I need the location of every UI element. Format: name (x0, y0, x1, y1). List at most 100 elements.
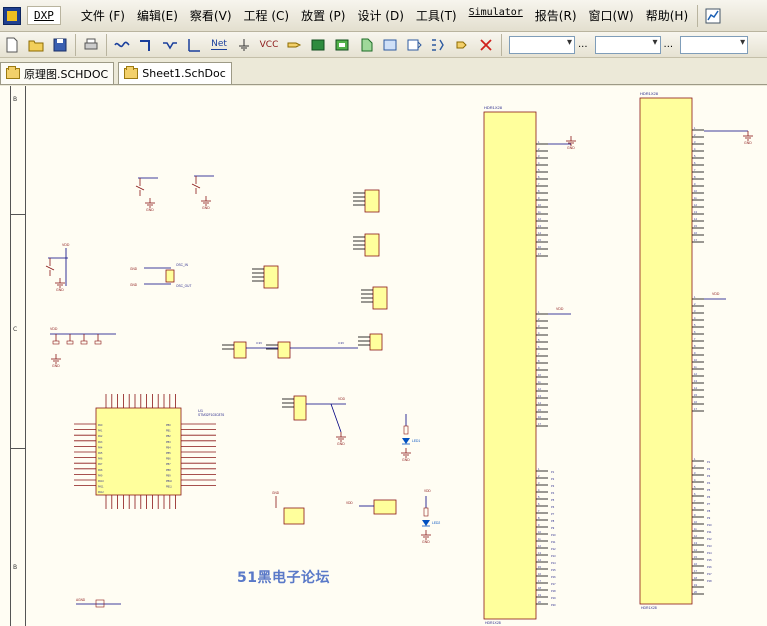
schematic-drawing[interactable]: HDR1X28HDR1X28HDR1X28HDR1X28123456789101… (26, 86, 767, 626)
header-left-value: HDR1X28 (485, 621, 501, 625)
left-bottom-pin-number: 11 (538, 537, 541, 541)
vcc-33-label: 3.3V (256, 341, 262, 345)
signal-harness-icon[interactable] (184, 35, 204, 55)
right-mid-pin-number: 1 (694, 295, 696, 299)
mcu-pin-label-right: PB0 (166, 424, 171, 427)
right-mid-pin-number: 16 (694, 400, 697, 404)
filter-combo-1[interactable] (509, 35, 575, 54)
conn-p8 (293, 395, 307, 421)
menu-item-8[interactable]: 报告(R) (534, 9, 577, 23)
net-label-left: P8 (551, 519, 555, 523)
mcu-ref: U1 (198, 408, 204, 413)
right-bottom-pin-number: 14 (694, 548, 697, 552)
left-mid-pin-number: 6 (538, 345, 540, 349)
mcu-pin-label-left: PA12 (98, 491, 104, 494)
agnd-label: AGND (76, 598, 86, 602)
mcu-pin-label-left: PA3 (98, 441, 103, 444)
mcu-pin-label-left: PA4 (98, 446, 103, 449)
left-mid-pin-number: 8 (538, 359, 540, 363)
mcu-pin-label-left: PA2 (98, 435, 103, 438)
right-top-pin-number: 17 (694, 238, 697, 242)
crystal (165, 269, 175, 283)
sheet-symbol-icon[interactable] (308, 35, 328, 55)
mcu-pin-label-left: PA6 (98, 458, 103, 461)
net-label-left: P15 (551, 568, 556, 572)
menu-item-9[interactable]: 窗口(W) (588, 9, 634, 23)
right-mid-pin-number: 13 (694, 379, 697, 383)
left-top-pin-number: 12 (538, 217, 541, 221)
tab-sheet1[interactable]: Sheet1.SchDoc (118, 62, 232, 84)
directive-icon[interactable] (428, 35, 448, 55)
part-icon[interactable] (284, 35, 304, 55)
net-label-right: P3 (707, 474, 711, 478)
menubar-separator (697, 4, 699, 27)
no-erc-icon[interactable] (452, 35, 472, 55)
left-mid-pin-number: 7 (538, 352, 540, 356)
mcu-value: STM32F103C8T6 (198, 413, 224, 417)
document-tabbar: 原理图.SCHDOC Sheet1.SchDoc (0, 59, 767, 85)
gnd-left-header: GND (567, 146, 575, 150)
left-bottom-pin-number: 3 (538, 481, 540, 485)
menubar: DXP 文件 (F) 编辑(E) 察看(V) 工程 (C) 放置 (P) 设计 (D) 工具… (0, 0, 767, 32)
menu-item-7[interactable]: Simulator (468, 7, 523, 18)
net-label-button[interactable]: Net (208, 35, 230, 55)
menu-item-5[interactable]: 设计 (D) (357, 9, 404, 23)
right-top-pin-number: 14 (694, 217, 697, 221)
vcc-port-button[interactable]: VCC (258, 35, 280, 55)
right-bottom-pin-number: 19 (694, 583, 697, 587)
right-bottom-pin-number: 13 (694, 541, 697, 545)
net-label-right: P18 (707, 579, 712, 583)
print-icon[interactable] (81, 35, 101, 55)
off-sheet-icon[interactable] (404, 35, 424, 55)
left-bottom-pin-number: 1 (538, 467, 540, 471)
menu-item-6[interactable]: 工具(T) (415, 9, 457, 23)
boot-gnd: GND (272, 491, 280, 495)
right-mid-pin-number: 3 (694, 309, 696, 313)
menu-item-0[interactable]: 文件 (F) (80, 9, 125, 23)
net-label-text: Net (211, 39, 227, 50)
tab-schdoc-main[interactable]: 原理图.SCHDOC (0, 62, 115, 84)
led-1-label: LED1 (412, 439, 420, 443)
net-label-right: P14 (707, 551, 712, 555)
switch-1-gnd: GND (146, 208, 154, 212)
filter-combo-2[interactable] (594, 35, 661, 54)
menu-item-10[interactable]: 帮助(H) (645, 9, 689, 23)
new-document-icon[interactable] (2, 35, 22, 55)
right-bottom-pin-number: 18 (694, 576, 697, 580)
left-top-pin-number: 8 (538, 189, 540, 193)
right-top-pin-number: 3 (694, 140, 696, 144)
net-label-left: P19 (551, 596, 556, 600)
net-label-left: P11 (551, 540, 556, 544)
gnd-port-icon[interactable] (234, 35, 254, 55)
menu-item-1[interactable]: 编辑(E) (136, 9, 178, 23)
conn-p7 (369, 333, 383, 351)
right-bottom-pin-number: 1 (694, 457, 696, 461)
open-folder-icon[interactable] (26, 35, 46, 55)
tab-label: Sheet1.SchDoc (142, 67, 226, 80)
port-icon[interactable] (380, 35, 400, 55)
right-top-pin-number: 5 (694, 154, 696, 158)
chart-icon[interactable] (703, 6, 723, 26)
right-bottom-pin-number: 4 (694, 478, 696, 482)
cap (52, 340, 60, 345)
osc-in-label: OSC_IN (176, 263, 189, 267)
filter-combo-3[interactable] (680, 35, 749, 54)
right-top-pin-number: 12 (694, 203, 697, 207)
dxp-menu-button[interactable]: DXP (27, 6, 61, 25)
header-right-ref: HDR1X28 (640, 91, 659, 96)
bus-entry-icon[interactable] (160, 35, 180, 55)
wire-icon[interactable] (112, 35, 132, 55)
net-label-left: P12 (551, 547, 556, 551)
right-bottom-pin-number: 7 (694, 499, 696, 503)
sheet-entry-icon[interactable] (332, 35, 352, 55)
menu-item-3[interactable]: 工程 (C) (243, 9, 290, 23)
menu-item-4[interactable]: 放置 (P) (301, 9, 346, 23)
menu-item-2[interactable]: 察看(V) (189, 9, 232, 23)
delete-x-icon[interactable] (476, 35, 496, 55)
save-icon[interactable] (50, 35, 70, 55)
bus-icon[interactable] (136, 35, 156, 55)
vdd-reg: VDD (346, 501, 353, 505)
device-sheet-icon[interactable] (356, 35, 376, 55)
